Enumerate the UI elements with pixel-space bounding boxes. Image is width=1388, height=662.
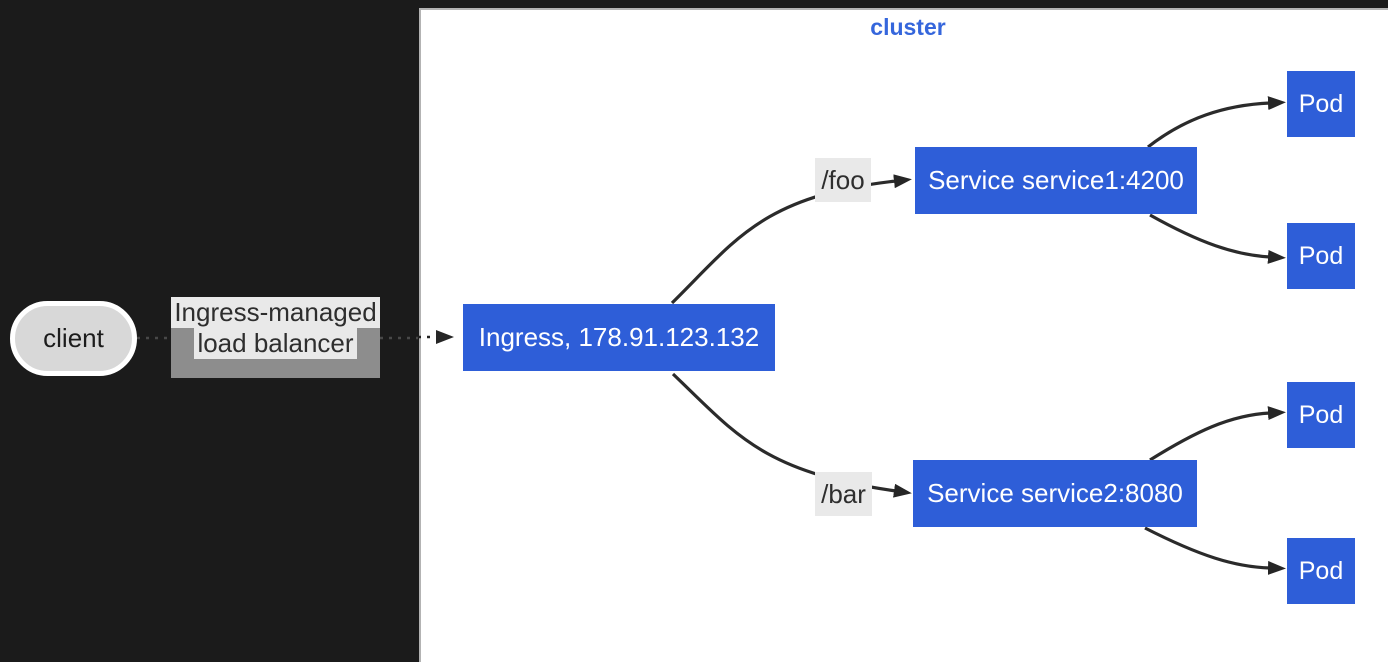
client-node: client xyxy=(10,301,137,376)
load-balancer-label-line2: load balancer xyxy=(194,328,357,359)
load-balancer-label-line1: Ingress-managed xyxy=(171,297,380,328)
ingress-node: Ingress, 178.91.123.132 xyxy=(463,304,775,371)
pod-node-4: Pod xyxy=(1287,538,1355,604)
pod-node-1: Pod xyxy=(1287,71,1355,137)
pod-node-2-label: Pod xyxy=(1298,241,1344,270)
load-balancer-edge-label: Ingress-managed load balancer xyxy=(171,297,380,378)
pod-node-3-label: Pod xyxy=(1298,400,1344,429)
ingress-node-label: Ingress, 178.91.123.132 xyxy=(478,322,760,352)
bar-edge-label-text: /bar xyxy=(821,478,866,509)
pod-node-2: Pod xyxy=(1287,223,1355,289)
service1-node: Service service1:4200 xyxy=(915,147,1197,214)
pod-node-4-label: Pod xyxy=(1298,556,1344,585)
pod-node-1-label: Pod xyxy=(1298,89,1344,118)
pod-node-3: Pod xyxy=(1287,382,1355,448)
foo-edge-label-text: /foo xyxy=(821,164,865,195)
client-node-label: client xyxy=(43,323,104,353)
cluster-title: cluster xyxy=(870,14,946,40)
service2-node: Service service2:8080 xyxy=(913,460,1197,527)
bar-edge-label: /bar xyxy=(815,472,872,516)
service1-node-label: Service service1:4200 xyxy=(928,165,1184,195)
foo-edge-label: /foo xyxy=(815,158,871,202)
service2-node-label: Service service2:8080 xyxy=(927,478,1183,508)
